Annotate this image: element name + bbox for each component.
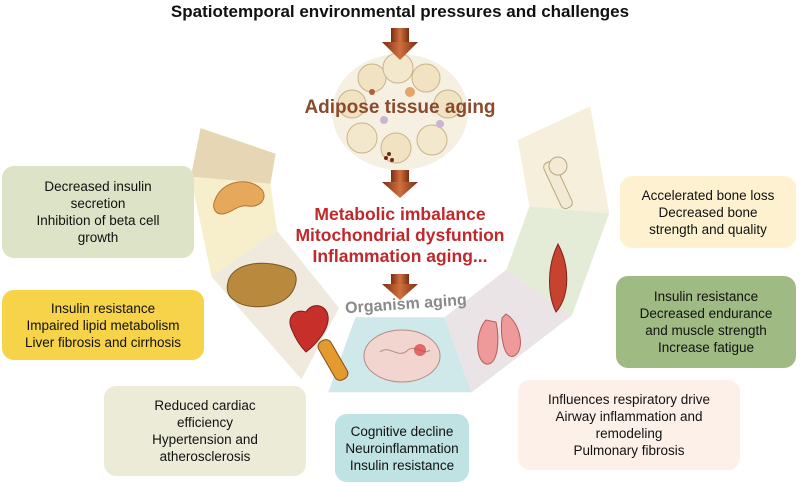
box-line: strength and quality [649,221,767,237]
lung-icon [477,313,521,365]
box-line: Inhibition of beta cell [36,213,160,228]
bone-effects-box: Accelerated bone loss Decreased bone str… [620,176,796,248]
heart-icon [289,305,349,381]
adipose-label-line: Adipose tissue [304,97,440,118]
liver-effects-box: Insulin resistance Impaired lipid metabo… [2,290,204,360]
adipose-tissue-label: Adipose tissue aging [300,97,500,119]
liver-icon [226,262,297,308]
diagram-title: Spatiotemporal environmental pressures a… [170,2,630,21]
arrow-to-organism [382,274,418,300]
box-line: atherosclerosis [159,449,251,464]
box-line: Pulmonary fibrosis [573,443,685,458]
muscle-icon [549,242,568,313]
lung-effects-box: Influences respiratory drive Airway infl… [518,380,740,470]
arrow-to-metabolic [382,170,418,198]
box-line: Neuroinflammation [345,440,459,456]
box-line: Increase fatigue [657,340,755,355]
box-line: Insulin resistance [349,457,455,473]
brain-icon [363,329,441,383]
adipose-label-line: aging [444,97,496,118]
box-line: Reduced cardiac [154,398,256,413]
box-line: remodeling [595,426,663,441]
box-line: and muscle strength [645,323,767,338]
arrow-to-adipose [382,28,418,60]
box-line: Decreased endurance [639,306,773,321]
heart-effects-box: Reduced cardiac efficiency Hypertension … [104,386,306,476]
brain-effects-box: Cognitive decline Neuroinflammation Insu… [335,414,469,482]
mechanism-line: Inflammation aging... [312,246,488,266]
box-line: Cognitive decline [350,423,454,439]
box-line: secretion [70,196,126,211]
box-line: Insulin resistance [653,289,759,304]
pancreas-effects-box: Decreased insulin secretion Inhibition o… [2,166,194,258]
box-line: Liver fibrosis and cirrhosis [24,334,182,350]
box-line: efficiency [176,415,234,430]
bone-icon [543,156,573,210]
box-line: Airway inflammation and [555,409,703,424]
box-line: Hypertension and [152,432,258,447]
mechanism-line: Metabolic imbalance [314,204,486,224]
box-line: growth [77,230,119,245]
box-line: Impaired lipid metabolism [26,317,180,333]
ring-segment-pancreas [190,128,276,184]
box-line: Decreased bone [658,204,758,220]
adipose-cells-illustration [332,52,468,170]
mechanism-line: Mitochondrial dysfuntion [295,225,505,245]
pancreas-icon [213,181,265,215]
muscle-effects-box: Insulin resistance Decreased endurance a… [616,276,796,368]
box-line: Accelerated bone loss [641,187,775,203]
box-line: Influences respiratory drive [547,392,711,407]
box-line: Insulin resistance [50,300,156,316]
box-line: Decreased insulin [44,179,152,194]
central-mechanisms: Metabolic imbalance Mitochondrial dysfun… [270,204,530,267]
